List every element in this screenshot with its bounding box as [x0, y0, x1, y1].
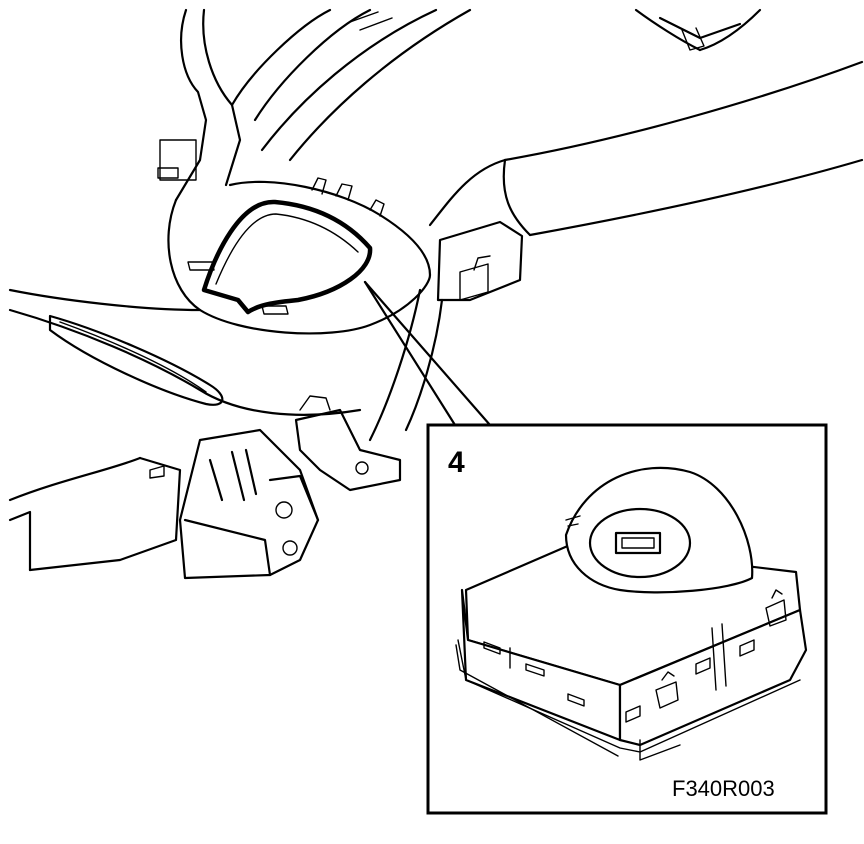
callout-leader	[363, 280, 492, 427]
callout-box: 4 F340R003	[426, 423, 828, 815]
callout-number: 4	[448, 446, 465, 479]
component-detail	[455, 466, 808, 761]
dashboard-structure	[8, 8, 864, 580]
highlighted-part-outline	[201, 199, 373, 315]
figure-code: F340R003	[672, 776, 775, 801]
